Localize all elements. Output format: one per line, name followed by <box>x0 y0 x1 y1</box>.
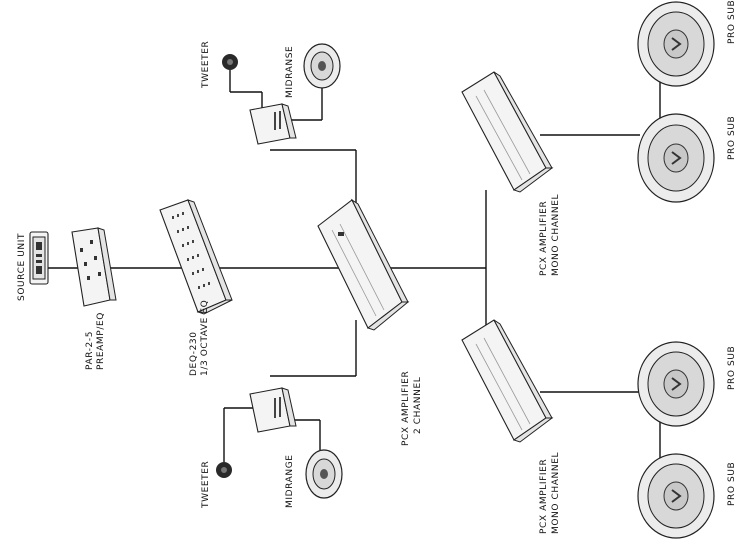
tweeter-bottom-label: TWEETER <box>201 461 211 509</box>
tweeter-top-label: TWEETER <box>201 41 211 89</box>
amp2-desc-label: 2 CHANNEL <box>413 377 423 434</box>
amplifier-2-channel <box>317 198 410 331</box>
amp-mono-bottom-desc-label: MONO CHANNEL <box>551 452 561 534</box>
source-unit <box>29 231 49 285</box>
wiring <box>48 62 661 478</box>
pro-sub-4-label: PRO SUB <box>727 462 737 506</box>
pro-sub-1-label: PRO SUB <box>727 0 737 44</box>
amp2-name-label: PCX AMPLIFIER <box>401 371 411 446</box>
amplifier-mono-bottom <box>461 319 554 443</box>
midrange-bottom-label: MIDRANGE <box>285 454 295 508</box>
subwoofer-3 <box>637 341 715 427</box>
amp-mono-top-name-label: PCX AMPLIFIER <box>539 201 549 276</box>
subwoofer-4 <box>637 453 715 539</box>
tweeter-top <box>222 54 238 70</box>
tweeter-bottom <box>216 462 232 478</box>
midrange-bottom <box>305 449 343 499</box>
crossover-top <box>249 103 297 145</box>
amplifier-mono-top <box>461 71 554 193</box>
pro-sub-3-label: PRO SUB <box>727 346 737 390</box>
graphic-equalizer <box>159 199 233 315</box>
amp-mono-top-desc-label: MONO CHANNEL <box>551 194 561 276</box>
source-unit-label: SOURCE UNIT <box>17 233 27 301</box>
crossover-bottom <box>249 387 297 433</box>
preamp-desc-label: PREAMP/EQ <box>96 312 106 370</box>
preamp-model-label: PAR-2-5 <box>85 331 95 370</box>
midrange-top <box>303 43 341 89</box>
subwoofer-2 <box>637 113 715 203</box>
eq-model-label: DEQ-230 <box>189 331 199 376</box>
midrange-top-label: MIDRANSE <box>285 46 295 98</box>
eq-desc-label: 1/3 OCTAVE EQ <box>200 300 210 376</box>
amp-mono-bottom-name-label: PCX AMPLIFIER <box>539 459 549 534</box>
subwoofer-1 <box>637 1 715 87</box>
preamp-eq-unit <box>71 227 117 307</box>
pro-sub-2-label: PRO SUB <box>727 116 737 160</box>
